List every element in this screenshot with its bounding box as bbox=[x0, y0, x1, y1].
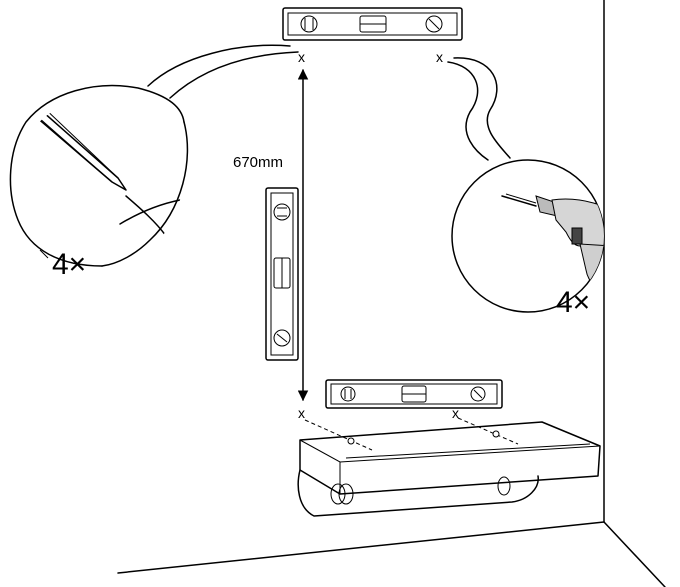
mark-top-left: x bbox=[298, 49, 305, 65]
distance-label: 670mm bbox=[233, 154, 283, 171]
shelf-tray bbox=[297, 421, 601, 517]
mark-bottom-right: x bbox=[452, 405, 459, 421]
pencil-count-label: 4× bbox=[52, 248, 86, 281]
screw-hole-right bbox=[492, 430, 500, 438]
drill-count-label: 4× bbox=[556, 286, 590, 319]
drill-callout bbox=[447, 57, 605, 313]
guide-line-right bbox=[457, 417, 519, 445]
pencil-icon bbox=[27, 103, 181, 237]
mark-top-right: x bbox=[436, 49, 443, 65]
spirit-level-bottom bbox=[325, 379, 503, 409]
screw-hole-left bbox=[347, 437, 355, 445]
wall-corner bbox=[117, 0, 666, 587]
spirit-level-vertical bbox=[265, 187, 299, 361]
spirit-level-top bbox=[282, 7, 463, 41]
mark-bottom-left: x bbox=[298, 405, 305, 421]
drill-icon bbox=[501, 193, 604, 293]
guide-line-left bbox=[304, 419, 373, 451]
